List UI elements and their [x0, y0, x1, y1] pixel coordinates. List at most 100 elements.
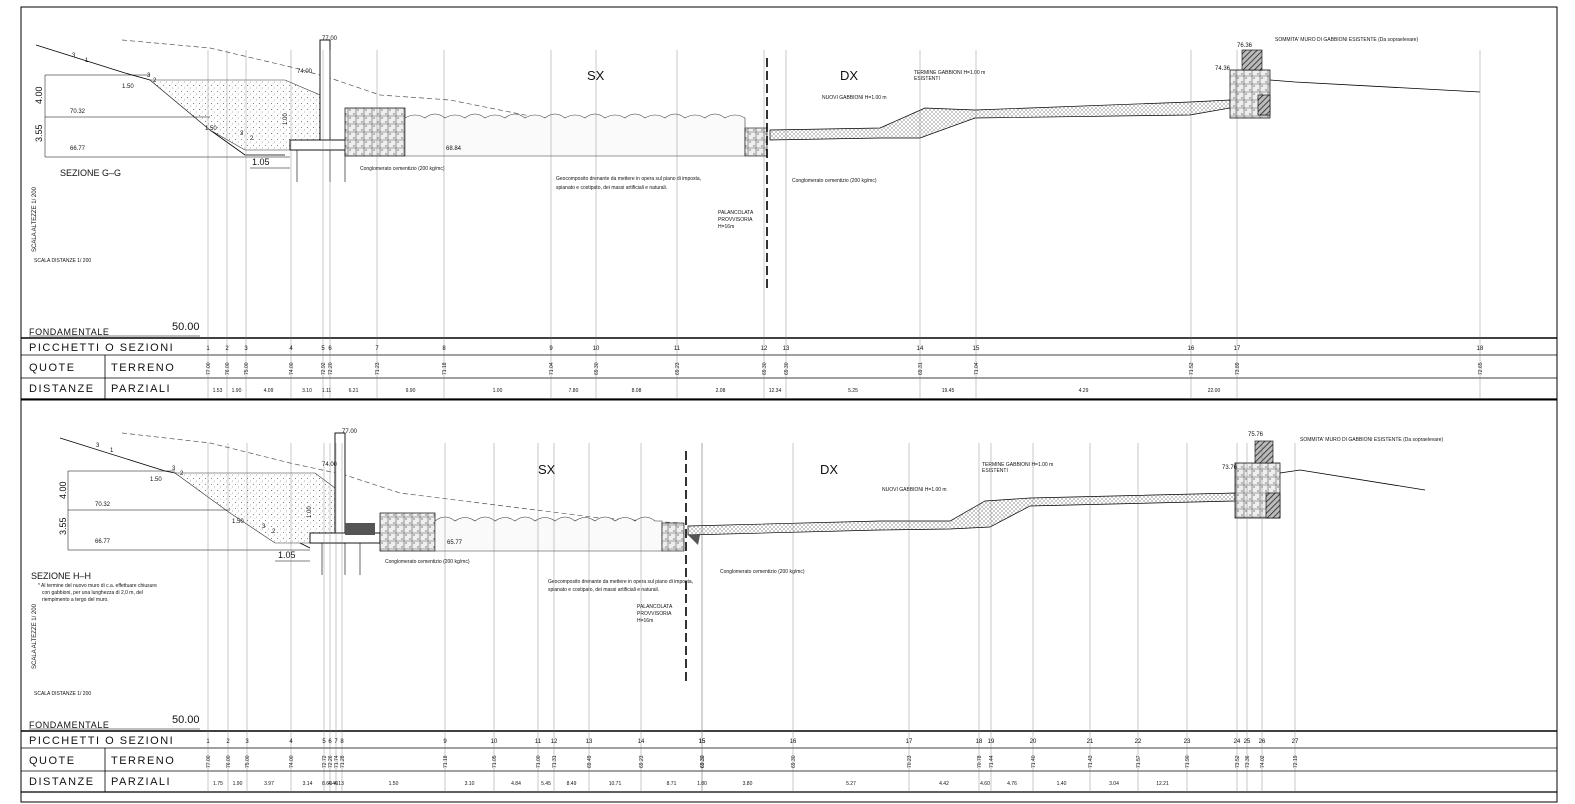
partial-distance: 1.00: [493, 388, 503, 394]
station-quota: 72.26: [328, 755, 334, 768]
dim-label: 3.55: [58, 517, 68, 535]
station-columns: 177.00276.00375.00474.00572.92672.20771.…: [206, 50, 1484, 399]
station-quota: 69.30: [784, 362, 790, 375]
row-label-parziali: PARZIALI: [111, 383, 171, 395]
partial-distance: 3.04: [1109, 781, 1119, 787]
station-quota: 71.18: [442, 362, 448, 375]
station-quota: 77.00: [206, 755, 212, 768]
station-number: 4: [289, 346, 293, 352]
station-number: 21: [1087, 739, 1094, 745]
elev-label: 74.00: [297, 69, 313, 75]
note-conglomerato-right: Conglomerato cementizio (200 kg/mc): [792, 178, 877, 184]
partial-distance: 1.90: [232, 388, 242, 394]
partial-distance: 4.29: [1079, 388, 1089, 394]
station-quota: 71.90: [1185, 755, 1191, 768]
dim-label: 4.00: [58, 481, 68, 499]
station-number: 15: [699, 739, 706, 745]
partial-distance: 8.49: [567, 781, 577, 787]
partial-distance: 3.97: [264, 781, 274, 787]
station-number: 12: [551, 739, 558, 745]
station-number: 22: [1135, 739, 1142, 745]
section-frame: [20, 6, 1558, 400]
slope-label: 3: [240, 131, 244, 137]
station-quota: 70.78: [977, 755, 983, 768]
partial-distance: 1.53: [213, 388, 223, 394]
note-palancolata: PALANCOLATA: [718, 210, 754, 216]
station-quota: 74.02: [1260, 755, 1266, 768]
station-number: 13: [783, 346, 790, 352]
station-number: 1: [206, 346, 210, 352]
station-number: 10: [491, 739, 498, 745]
note-conglomerato-right: Conglomerato cementizio (200 kg/mc): [720, 569, 805, 575]
elev-label: 70.32: [70, 109, 86, 115]
station-number: 14: [638, 739, 645, 745]
partial-distance: 1.75: [213, 781, 223, 787]
side-right-label: DX: [840, 68, 858, 83]
note-palancolata: PROVVISORIA: [637, 611, 672, 617]
note-geocomposito: spianato e costipato, dei massi artifici…: [548, 587, 659, 593]
station-number: 13: [586, 739, 593, 745]
elev-label: 77.00: [322, 36, 338, 42]
elev-label: 76.36: [1237, 43, 1253, 49]
station-quota: 71.74: [334, 755, 340, 768]
station-number: 9: [549, 346, 553, 352]
slope-label: 3: [72, 53, 76, 59]
note-palancolata: PROVVISORIA: [718, 217, 753, 223]
partial-distance: 6.21: [349, 388, 359, 394]
station-number: 17: [906, 739, 913, 745]
station-quota: 71.44: [989, 755, 995, 768]
slope-label: 3: [147, 73, 151, 79]
station-quota: 73.89: [1235, 362, 1241, 375]
scale-distances: SCALA DISTANZE 1/ 200: [34, 691, 91, 697]
station-number: 9: [443, 739, 447, 745]
station-quota: 76.00: [225, 362, 231, 375]
note-conglomerato-left: Conglomerato cementizio (200 kg/mc): [385, 559, 470, 565]
partial-distance: 4.09: [264, 388, 274, 394]
partial-distance: 8.60: [322, 781, 332, 787]
slope-label: 3: [172, 466, 176, 472]
station-quota: 72.65: [1478, 362, 1484, 375]
station-number: 5: [321, 346, 325, 352]
station-number: 15: [699, 739, 706, 745]
station-quota: 70.23: [907, 755, 913, 768]
station-quota: 75.00: [244, 362, 250, 375]
station-number: 3: [245, 739, 249, 745]
station-number: 11: [674, 346, 681, 352]
scale-distances: SCALA DISTANZE 1/ 200: [34, 258, 91, 264]
row-label-parziali: PARZIALI: [111, 776, 171, 788]
station-quota: 69.23: [639, 755, 645, 768]
partial-distance: 12.34: [769, 388, 782, 394]
station-number: 4: [289, 739, 293, 745]
station-number: 15: [973, 346, 980, 352]
side-left-label: SX: [538, 462, 556, 477]
scale-heights: SCALA ALTEZZE 1/ 200: [32, 186, 38, 252]
slope-label: 1: [110, 448, 114, 454]
slope-label: 1: [85, 58, 89, 64]
station-quota: 69.30: [791, 755, 797, 768]
partial-distance: 4.76: [1007, 781, 1017, 787]
station-number: 7: [375, 346, 379, 352]
station-number: 24: [1234, 739, 1241, 745]
row-label-picchetti: PICCHETTI O SEZIONI: [29, 342, 174, 354]
station-number: 18: [976, 739, 983, 745]
note-conglomerato-left: Conglomerato cementizio (200 kg/mc): [360, 166, 445, 172]
partial-distance: 8.08: [632, 388, 642, 394]
station-quota: 73.36: [1245, 755, 1251, 768]
slope-label: 2: [180, 471, 184, 477]
station-quota: 71.04: [974, 362, 980, 375]
station-number: 20: [1030, 739, 1037, 745]
station-number: 26: [1259, 739, 1266, 745]
station-quota: 72.20: [328, 362, 334, 375]
dim-label: 4.00: [34, 86, 44, 104]
partial-distance: 7.80: [569, 388, 579, 394]
station-quota: 71.18: [443, 755, 449, 768]
partial-distance: 12.21: [1156, 781, 1169, 787]
station-number: 18: [1477, 346, 1484, 352]
slope-label: 2: [153, 78, 157, 84]
station-number: 12: [761, 346, 768, 352]
elev-label: 70.32: [95, 502, 111, 508]
elev-label: 75.76: [1248, 432, 1264, 438]
station-quota: 69.23: [675, 362, 681, 375]
elev-label: 68.84: [446, 146, 462, 152]
